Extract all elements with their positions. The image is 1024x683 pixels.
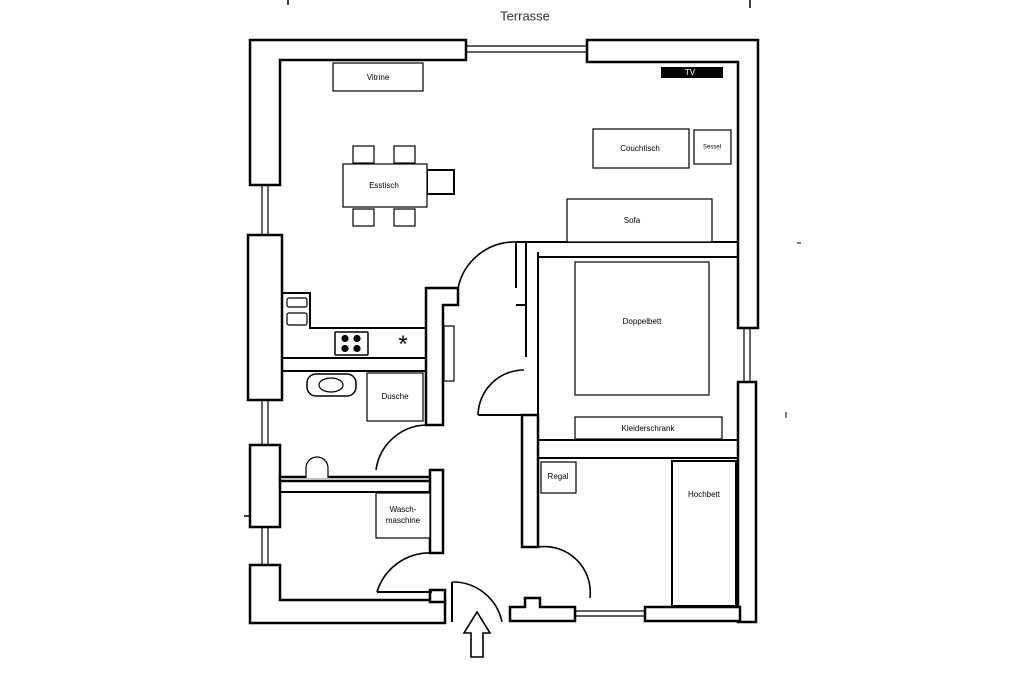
wall-laundry-right	[428, 468, 445, 555]
tv	[661, 67, 723, 78]
dusche	[366, 372, 424, 422]
regal	[540, 461, 577, 494]
wall-top-left	[248, 38, 468, 187]
wall-bottom-right	[508, 596, 577, 623]
doppelbett	[574, 261, 710, 396]
wall-right-lower	[736, 380, 758, 624]
esstisch	[342, 163, 428, 208]
wall-kidsroom-left	[520, 413, 540, 549]
hall-shelf	[443, 325, 455, 382]
chair-3	[352, 208, 375, 227]
stove-icon	[334, 331, 369, 356]
sofa-label: Sofa	[624, 216, 641, 225]
chair-4	[393, 208, 416, 227]
sink-basin-1	[286, 297, 308, 308]
door-bathroom	[375, 424, 427, 471]
kleiderschrank-label: Kleiderschrank	[622, 424, 676, 433]
kitchen-counter	[282, 292, 427, 359]
wall-left-bottom	[248, 563, 447, 625]
wall-kidsroom	[537, 457, 738, 547]
sink-basin-2	[286, 312, 308, 326]
waschmaschine-label-1: Wasch-	[390, 505, 417, 514]
entrance-arrow-icon	[462, 610, 492, 658]
doppelbett-label: Doppelbett	[623, 317, 662, 326]
wall-entry-left	[428, 588, 447, 604]
hochbett-label: Hochbett	[688, 490, 721, 499]
kleiderschrank	[574, 416, 723, 440]
washbasin-bowl	[318, 377, 344, 393]
waschmaschine	[375, 492, 431, 539]
hochbett	[671, 460, 737, 607]
wall-bottom-right-2	[643, 605, 742, 623]
couchtisch-label: Couchtisch	[620, 144, 660, 153]
wall-top-right	[585, 38, 760, 330]
door-laundry	[376, 552, 433, 593]
asterisk-icon: *	[398, 331, 407, 358]
sofa	[566, 198, 713, 243]
chair-1	[352, 145, 375, 164]
toilet	[305, 456, 329, 478]
door-entrance	[451, 581, 503, 623]
couchtisch	[592, 128, 690, 169]
waschmaschine-label-2: maschine	[386, 516, 421, 525]
wall-left-middle	[248, 443, 282, 529]
chair-2	[393, 145, 416, 164]
wall-bath-bottom	[278, 475, 434, 483]
terrace-label: Terrasse	[500, 8, 550, 23]
door-living	[457, 241, 517, 289]
regal-label: Regal	[548, 472, 569, 481]
sessel-label: Sessel	[703, 145, 721, 151]
esstisch-label: Esstisch	[369, 181, 399, 190]
sessel	[693, 129, 732, 165]
door-kidsroom	[537, 545, 592, 599]
tv-label: TV	[685, 68, 696, 77]
vitrine-label: Vitrine	[367, 73, 390, 82]
wall-left-upper	[246, 233, 284, 402]
door-bedroom	[477, 369, 525, 416]
vitrine	[332, 62, 424, 92]
chair-5	[426, 169, 455, 195]
dusche-label: Dusche	[381, 392, 409, 401]
